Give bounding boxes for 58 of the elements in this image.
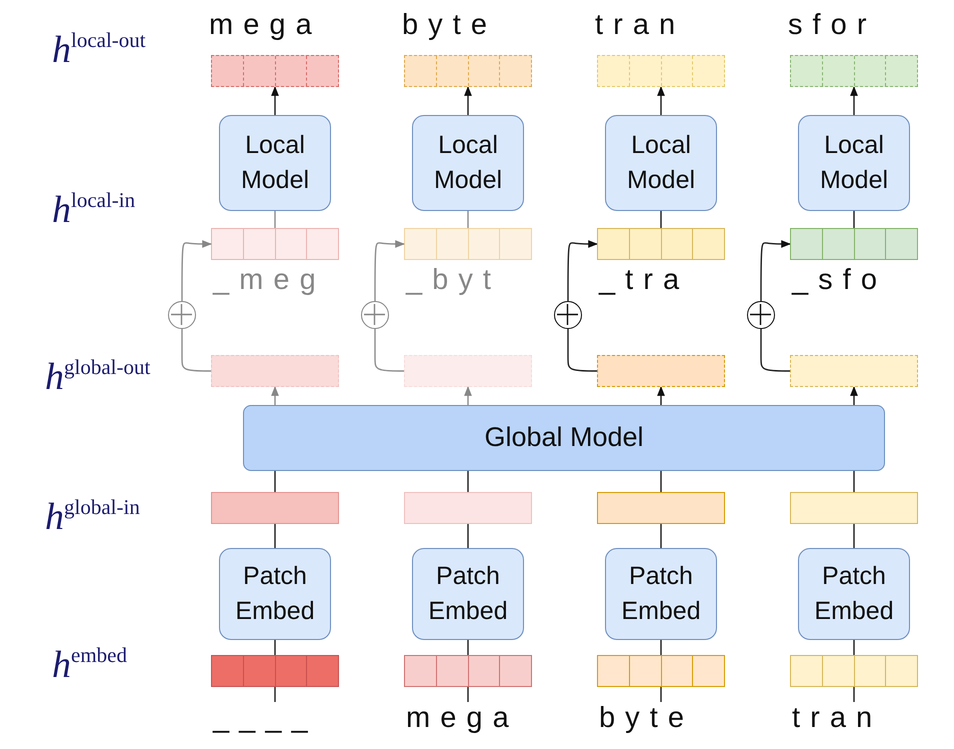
model-box: Local Model (605, 115, 717, 211)
arrow (374, 240, 405, 301)
token-text: _ t r a (599, 264, 680, 297)
input-vector (790, 228, 918, 260)
output-vector (597, 55, 725, 87)
output-vector (404, 55, 532, 87)
input-vector (597, 492, 725, 524)
token-text: _ s f o (792, 264, 878, 297)
add-circle (361, 301, 389, 329)
output-vector (597, 355, 725, 387)
add-circle (747, 301, 775, 329)
model-box: Patch Embed (412, 548, 524, 640)
arrow (850, 386, 858, 405)
vector-label: h$^{global-in}$ (45, 495, 140, 539)
token-text: _ b y t (406, 264, 492, 297)
input-vector (211, 228, 339, 260)
input-vector (790, 492, 918, 524)
embedding-vector (211, 655, 339, 687)
vector-label: h$^{local-in}$ (52, 188, 136, 232)
input-vector (597, 228, 725, 260)
arrow (567, 240, 598, 301)
arrow (760, 240, 791, 301)
model-box: Local Model (412, 115, 524, 211)
arrow (850, 86, 858, 115)
model-box: Local Model (798, 115, 910, 211)
arrow (271, 86, 279, 115)
output-vector (211, 55, 339, 87)
vector-label: h$^{local-out}$ (52, 28, 146, 72)
token-text: b y t e (402, 9, 488, 42)
add-circle (554, 301, 582, 329)
model-box: Patch Embed (605, 548, 717, 640)
token-text: t r a n (595, 9, 676, 42)
embedding-vector (597, 655, 725, 687)
token-text: s f o r (788, 9, 868, 42)
arrow (271, 386, 279, 405)
vector-label: h$^{global-out}$ (45, 355, 150, 399)
arrow (464, 386, 472, 405)
output-vector (790, 55, 918, 87)
embedding-vector (790, 655, 918, 687)
arrow (464, 86, 472, 115)
arrow (657, 86, 665, 115)
model-box: Patch Embed (798, 548, 910, 640)
output-vector (790, 355, 918, 387)
vector-label: h$^{embed}$ (52, 643, 127, 687)
arrow (657, 386, 665, 405)
arrow (181, 240, 212, 301)
add-circle (168, 301, 196, 329)
model-box: Local Model (219, 115, 331, 211)
model-box: Global Model (243, 405, 885, 471)
token-text: m e g a (209, 9, 313, 42)
input-vector (404, 492, 532, 524)
input-vector (404, 228, 532, 260)
input-vector (211, 492, 339, 524)
token-text: _ m e g (213, 264, 317, 297)
output-vector (404, 355, 532, 387)
model-box: Patch Embed (219, 548, 331, 640)
output-vector (211, 355, 339, 387)
embedding-vector (404, 655, 532, 687)
